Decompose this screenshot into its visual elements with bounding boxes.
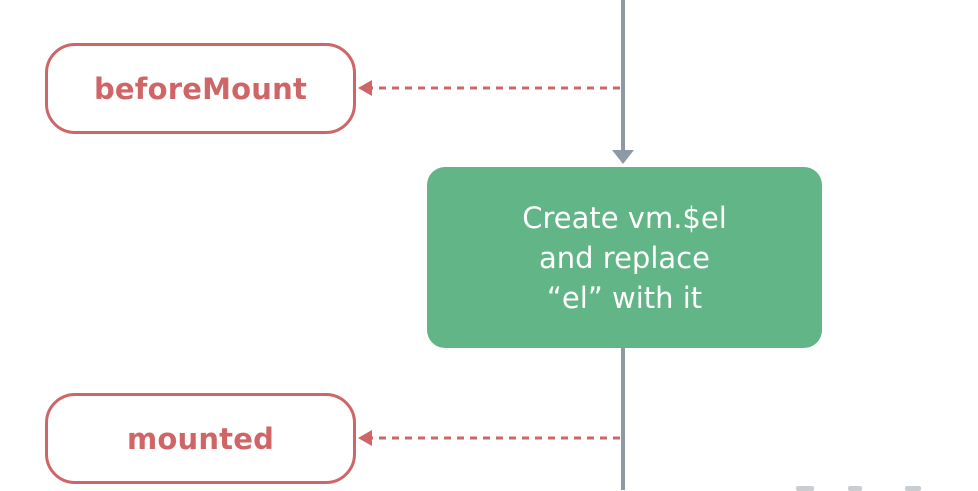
flow-arrow-down-icon bbox=[612, 150, 634, 164]
hook-mounted: mounted bbox=[45, 393, 356, 484]
hook-arrow-left-icon bbox=[358, 430, 372, 446]
hook-before-mount: beforeMount bbox=[45, 43, 356, 134]
step-line-1: Create vm.$el bbox=[522, 200, 727, 235]
step-line-3: “el” with it bbox=[546, 280, 703, 315]
hook-label: beforeMount bbox=[93, 71, 308, 106]
watermark-fragment bbox=[905, 486, 921, 491]
hook-arrow-left-icon bbox=[358, 80, 372, 96]
step-line-2: and replace bbox=[539, 240, 710, 275]
hook-label: mounted bbox=[126, 421, 275, 456]
watermark-fragment bbox=[848, 486, 862, 491]
step-create-el: Create vm.$el and replace “el” with it bbox=[427, 167, 822, 348]
watermark-fragment bbox=[796, 486, 814, 491]
